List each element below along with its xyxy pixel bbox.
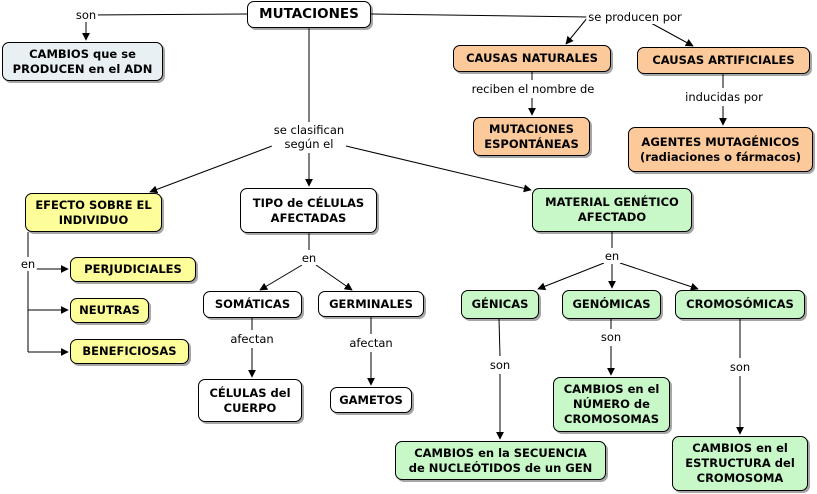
label-afectan-somaticas: afectan (228, 332, 276, 346)
concept-tipo-celulas[interactable]: TIPO de CÉLULAS AFECTADAS (240, 188, 377, 233)
concept-mutaciones[interactable]: MUTACIONES (247, 1, 371, 28)
label-son-cromosomicas: son (727, 360, 753, 374)
concept-cambios-adn[interactable]: CAMBIOS que se PRODUCEN en el ADN (2, 42, 163, 81)
concept-genomicas[interactable]: GENÓMICAS (562, 290, 661, 319)
label-en-material: en (602, 249, 622, 263)
concept-beneficiosas[interactable]: BENEFICIOSAS (70, 339, 189, 364)
concept-cambios-secuencia[interactable]: CAMBIOS en la SECUENCIA de NUCLEÓTIDOS d… (395, 441, 606, 480)
concept-gametos[interactable]: GAMETOS (330, 387, 412, 413)
arrow-en-genicas (537, 262, 605, 291)
concept-genicas[interactable]: GÉNICAS (461, 290, 539, 319)
concept-germinales[interactable]: GERMINALES (318, 291, 424, 317)
arrow-clasifican-efecto (149, 145, 273, 194)
label-se-clasifican: se clasifican según el (271, 123, 347, 151)
concept-causas-artificiales[interactable]: CAUSAS ARTIFICIALES (637, 47, 810, 74)
concept-efecto-individuo[interactable]: EFECTO SOBRE EL INDIVIDUO (25, 193, 162, 232)
label-son-genomicas: son (598, 330, 624, 344)
line-mutaciones-producen (370, 13, 589, 18)
label-son-genicas: son (487, 358, 513, 372)
concept-agentes-mutagenicos[interactable]: AGENTES MUTAGÉNICOS (radiaciones o fárma… (628, 127, 813, 172)
concept-causas-naturales[interactable]: CAUSAS NATURALES (453, 45, 611, 72)
concept-cambios-estructura[interactable]: CAMBIOS en el ESTRUCTURA del CROMOSOMA (672, 436, 808, 491)
concept-somaticas[interactable]: SOMÁTICAS (203, 291, 302, 318)
label-en-efecto: en (18, 257, 38, 271)
concept-cambios-numero[interactable]: CAMBIOS en el NÚMERO de CROMOSOMAS (553, 377, 670, 432)
label-inducidas-por: inducidas por (683, 90, 765, 104)
label-afectan-germinales: afectan (347, 336, 395, 350)
label-reciben-nombre: reciben el nombre de (469, 82, 597, 96)
arrow-clasifican-material (345, 145, 532, 193)
concept-material-genetico[interactable]: MATERIAL GENÉTICO AFECTADO (532, 188, 692, 232)
concept-cromosomicas[interactable]: CROMOSÓMICAS (675, 290, 805, 319)
concept-mutaciones-espontaneas[interactable]: MUTACIONES ESPONTÁNEAS (473, 117, 590, 156)
arrow-en-somaticas (259, 264, 303, 291)
concept-celulas-cuerpo[interactable]: CÉLULAS del CUERPO (198, 379, 302, 422)
label-en-tipo: en (299, 251, 319, 265)
arrow-en-cromosomicas (619, 262, 699, 291)
label-se-producen-por: se producen por (586, 10, 684, 24)
line-mutaciones-son (85, 13, 248, 16)
label-son-top: son (73, 8, 99, 22)
arrow-en-germinales (315, 264, 353, 291)
arrow-producen-naturales (565, 16, 589, 45)
concept-neutras[interactable]: NEUTRAS (70, 298, 149, 323)
line-genicas-son (498, 318, 501, 357)
concept-perjudiciales[interactable]: PERJUDICIALES (70, 257, 196, 282)
